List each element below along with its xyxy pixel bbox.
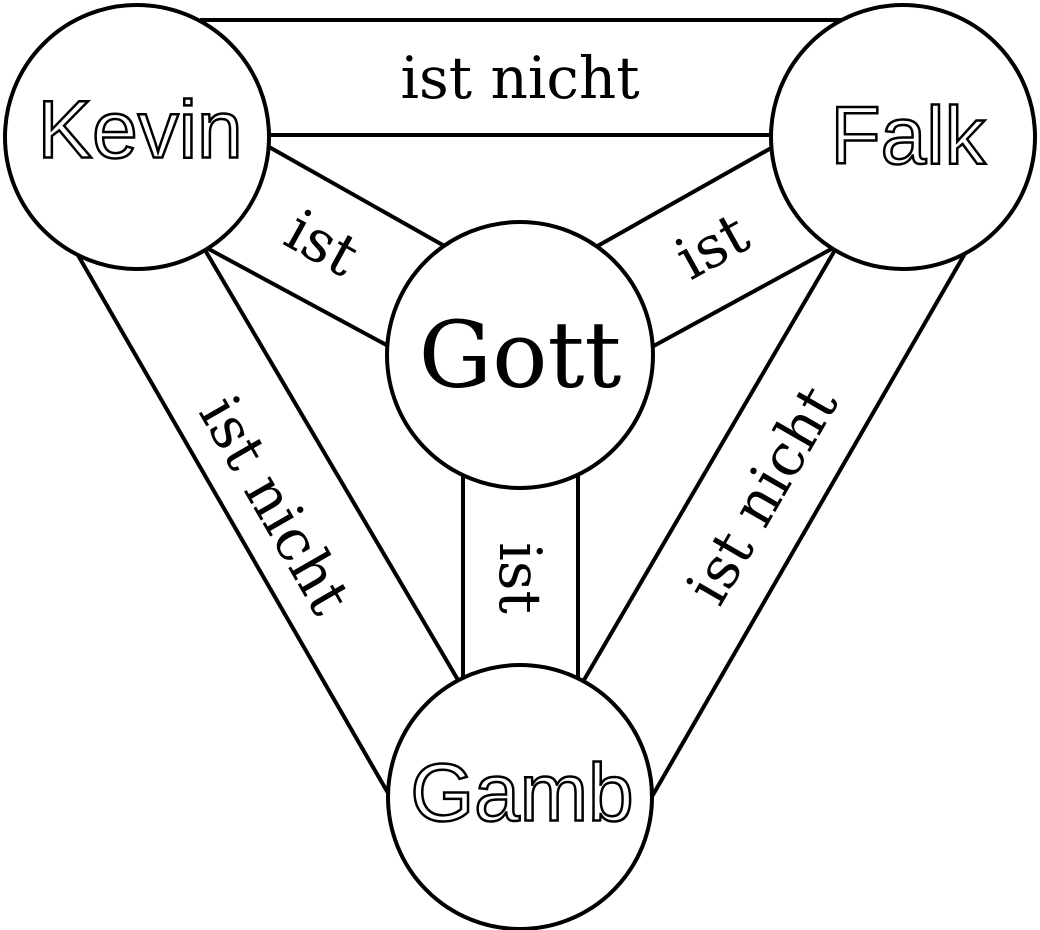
node-label-falk: Falk bbox=[831, 91, 987, 182]
node-gott: Gott bbox=[385, 220, 655, 490]
edge-label-kevin-gott: ist bbox=[274, 196, 370, 290]
node-label-gott: Gott bbox=[419, 302, 622, 409]
edge-label-gott-gamb: ist bbox=[486, 542, 554, 614]
node-falk: Falk bbox=[769, 3, 1037, 271]
node-label-kevin: Kevin bbox=[37, 85, 242, 176]
edge-label-kevin-falk: ist nicht bbox=[400, 44, 639, 112]
edge-kevin-falk: ist nicht bbox=[200, 18, 845, 137]
node-label-gamb: Gamb bbox=[410, 748, 633, 839]
edge-label-falk-gott: ist bbox=[664, 199, 760, 293]
node-kevin: Kevin bbox=[3, 3, 271, 271]
edge-label-kevin-gamb: ist nicht bbox=[186, 384, 364, 625]
node-gamb: Gamb bbox=[386, 663, 654, 930]
edge-gott-gamb: ist bbox=[461, 470, 580, 680]
